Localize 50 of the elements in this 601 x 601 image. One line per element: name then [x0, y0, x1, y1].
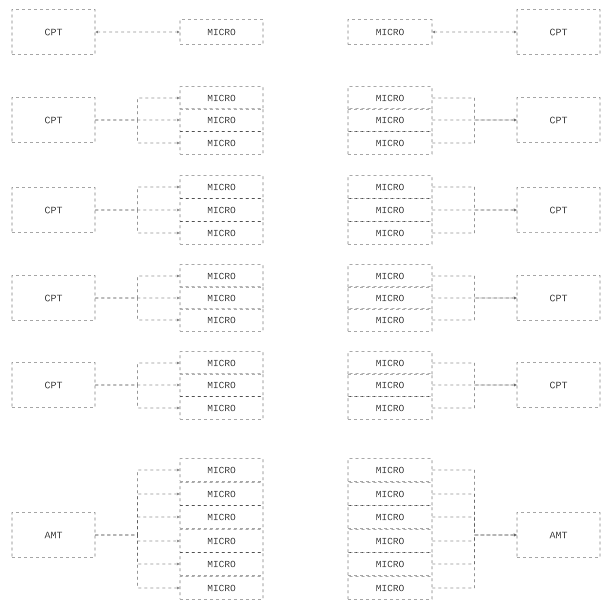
module-box: MICRO — [348, 175, 432, 199]
module-box: MICRO — [180, 175, 264, 199]
unit-box: CPT — [516, 9, 600, 55]
module-box: MICRO — [348, 351, 432, 375]
unit-box: CPT — [516, 362, 600, 408]
module-box: MICRO — [180, 576, 264, 600]
module-box: MICRO — [180, 505, 264, 529]
module-box: MICRO — [180, 286, 264, 310]
unit-box: CPT — [516, 97, 600, 143]
module-box: MICRO — [180, 221, 264, 245]
module-box: MICRO — [180, 351, 264, 375]
module-box: MICRO — [348, 198, 432, 222]
module-box: MICRO — [348, 286, 432, 310]
module-box: MICRO — [348, 108, 432, 132]
unit-box: CPT — [12, 275, 96, 321]
unit-box: CPT — [516, 187, 600, 233]
module-box: MICRO — [348, 19, 432, 45]
module-box: MICRO — [180, 396, 264, 420]
unit-box: CPT — [12, 362, 96, 408]
module-box: MICRO — [180, 482, 264, 506]
module-box: MICRO — [348, 505, 432, 529]
module-box: MICRO — [180, 86, 264, 110]
module-box: MICRO — [180, 552, 264, 576]
module-box: MICRO — [180, 308, 264, 332]
module-box: MICRO — [348, 482, 432, 506]
module-box: MICRO — [180, 108, 264, 132]
unit-box: CPT — [516, 275, 600, 321]
unit-box: CPT — [12, 97, 96, 143]
module-box: MICRO — [348, 131, 432, 155]
unit-box: AMT — [516, 512, 600, 558]
module-box: MICRO — [180, 19, 264, 45]
module-box: MICRO — [348, 308, 432, 332]
module-box: MICRO — [180, 373, 264, 397]
module-box: MICRO — [348, 529, 432, 553]
module-box: MICRO — [180, 131, 264, 155]
module-box: MICRO — [180, 264, 264, 288]
module-box: MICRO — [348, 221, 432, 245]
module-box: MICRO — [348, 552, 432, 576]
module-box: MICRO — [348, 373, 432, 397]
module-box: MICRO — [348, 396, 432, 420]
module-box: MICRO — [348, 264, 432, 288]
module-box: MICRO — [180, 458, 264, 482]
module-box: MICRO — [180, 198, 264, 222]
module-box: MICRO — [348, 458, 432, 482]
module-box: MICRO — [348, 576, 432, 600]
unit-box: CPT — [12, 187, 96, 233]
module-box: MICRO — [348, 86, 432, 110]
unit-box: AMT — [12, 512, 96, 558]
module-box: MICRO — [180, 529, 264, 553]
unit-box: CPT — [12, 9, 96, 55]
